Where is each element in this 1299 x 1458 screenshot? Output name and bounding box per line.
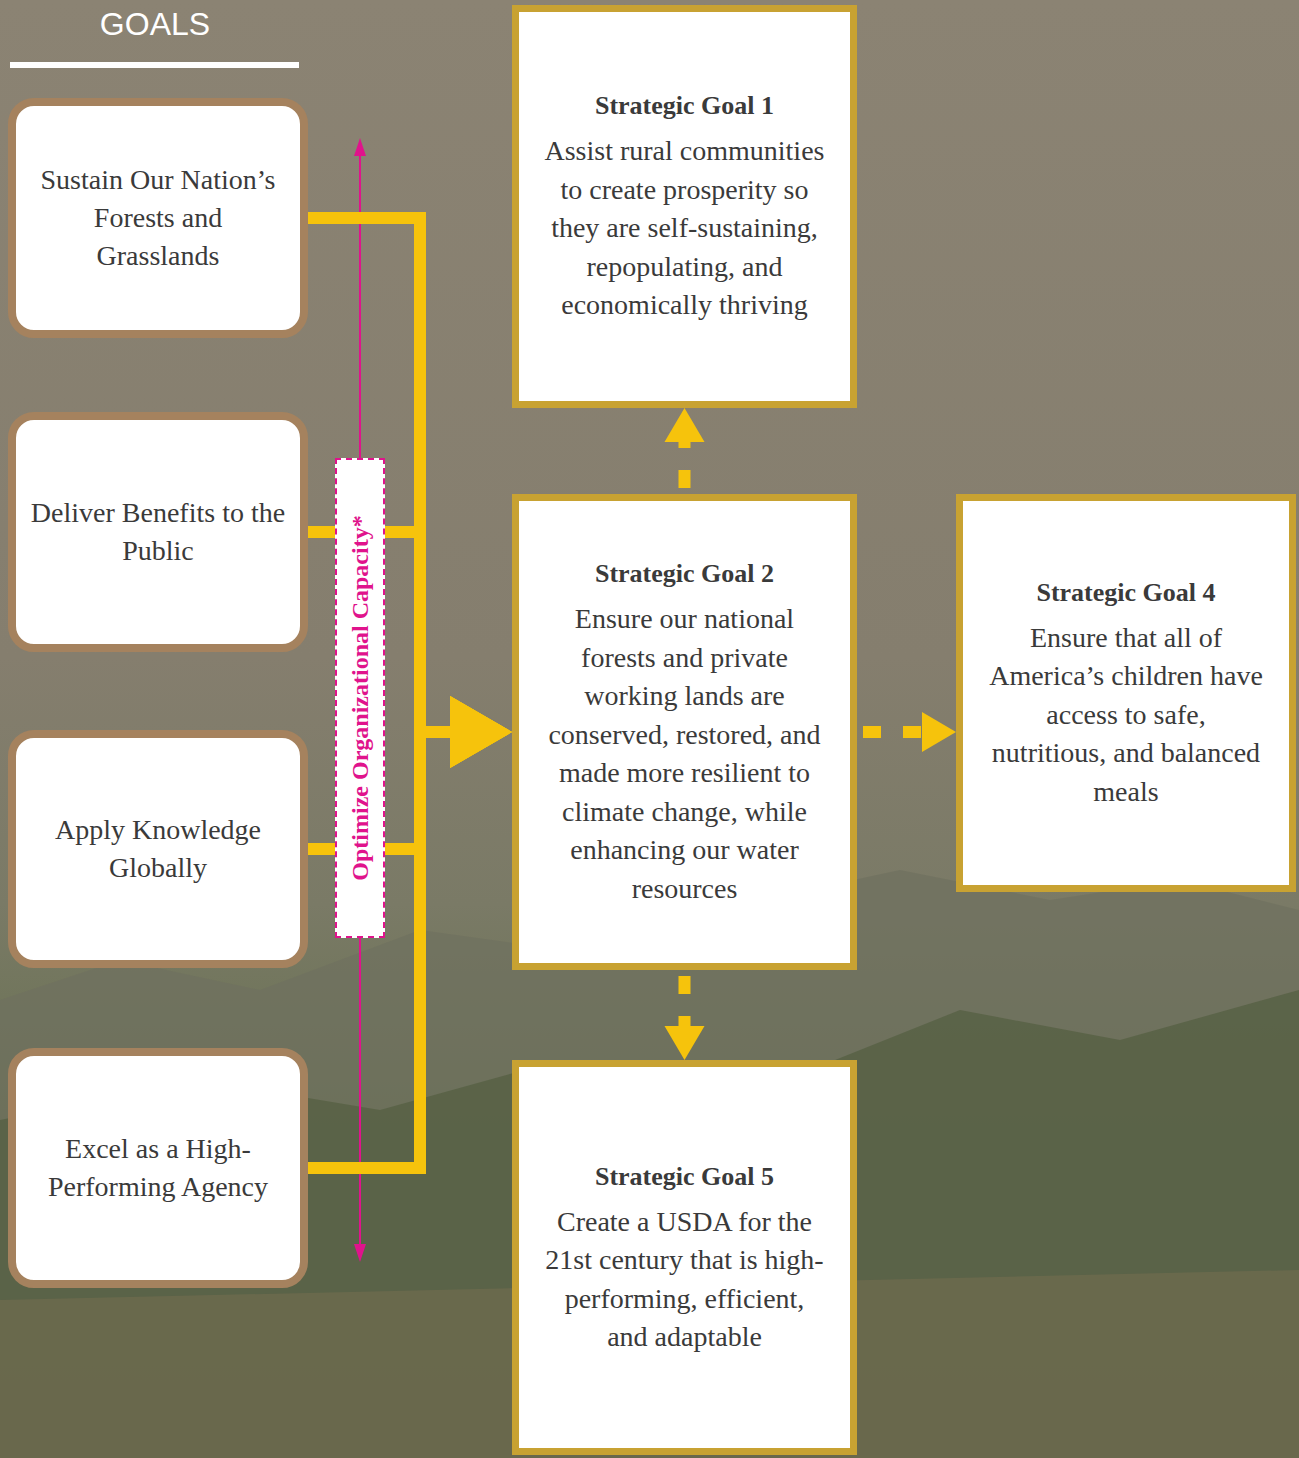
goal-text: Deliver Benefits to the Public — [30, 494, 286, 570]
capacity-label-box: Optimize Organizational Capacity* — [335, 458, 385, 938]
vertical-label: Optimize Organizational Capacity* — [346, 515, 374, 880]
arrowhead — [665, 1026, 705, 1060]
strategic-goal-box: Strategic Goal 1 Assist rural communities… — [512, 5, 857, 408]
connector-line — [679, 970, 691, 1028]
goal-description: Ensure our national forests and private … — [543, 600, 826, 908]
arrowhead — [450, 696, 512, 768]
connector-line — [679, 440, 691, 494]
goal-heading: Strategic Goal 4 — [1036, 575, 1215, 611]
goal-text: Apply Knowledge Globally — [30, 811, 286, 887]
goal-description: Assist rural communities to create prosp… — [543, 132, 826, 325]
goal-description: Create a USDA for the 21st century that … — [543, 1203, 826, 1357]
strategic-goal-box: Strategic Goal 5 Create a USDA for the 21… — [512, 1060, 857, 1455]
connector-line — [857, 726, 924, 738]
mission-goal-box: Sustain Our Nation’s Forests and Grassla… — [8, 98, 308, 338]
mission-goal-box: Apply Knowledge Globally — [8, 730, 308, 968]
mission-goal-box: Deliver Benefits to the Public — [8, 412, 308, 652]
page-title: GOALS — [10, 4, 300, 44]
mission-goal-box: Excel as a High-Performing Agency — [8, 1048, 308, 1288]
goal-heading: Strategic Goal 2 — [595, 556, 774, 592]
arrowhead — [665, 408, 705, 442]
dashed-arrow — [857, 712, 956, 752]
goal-heading: Strategic Goal 5 — [595, 1159, 774, 1195]
arrowhead — [450, 696, 512, 768]
goal-text: Sustain Our Nation’s Forests and Grassla… — [30, 161, 286, 275]
title-rule — [10, 62, 299, 68]
arrowhead — [922, 712, 956, 752]
strategic-goal-box: Strategic Goal 4 Ensure that all of Ameri… — [956, 494, 1296, 892]
arrowhead — [450, 696, 512, 768]
arrowhead — [450, 696, 512, 768]
near-hills — [0, 990, 1299, 1458]
dashed-arrow — [665, 970, 705, 1060]
goal-description: Ensure that all of America’s children ha… — [987, 619, 1265, 812]
goal-heading: Strategic Goal 1 — [595, 88, 774, 124]
strategic-goal-box: Strategic Goal 2 Ensure our national fore… — [512, 494, 857, 970]
dashed-arrow — [665, 408, 705, 494]
goal-text: Excel as a High-Performing Agency — [30, 1130, 286, 1206]
